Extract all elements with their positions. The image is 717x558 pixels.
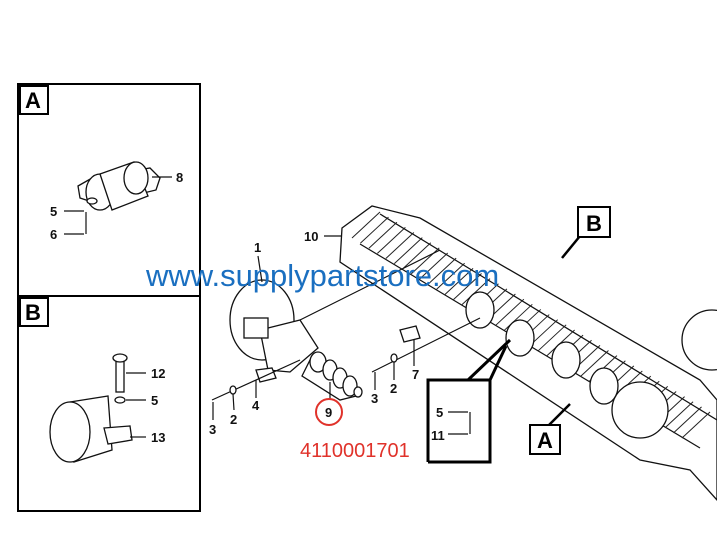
track-shoe xyxy=(537,324,567,352)
track-shoe xyxy=(385,232,415,259)
track-shoe xyxy=(368,221,398,249)
track-shoe xyxy=(453,273,482,300)
callout-2: 2 xyxy=(230,412,237,427)
rollers xyxy=(465,291,619,405)
track-shoe xyxy=(351,211,381,239)
track-shoe xyxy=(402,242,432,270)
track-shoe xyxy=(419,252,449,280)
callout-3: 3 xyxy=(209,422,216,437)
track-shoe xyxy=(580,350,609,377)
recoil-spring-illustration xyxy=(301,351,363,401)
callout-4: 4 xyxy=(252,398,260,413)
callout-8: 8 xyxy=(176,170,183,185)
pointer-b: B xyxy=(561,206,611,259)
detail-b-panel: B 12 5 13 xyxy=(17,295,201,512)
watermark: www.supplypartstore.com xyxy=(145,258,499,293)
carrier-roller-illustration xyxy=(49,353,133,463)
track-shoe xyxy=(673,406,702,434)
callout-12: 12 xyxy=(151,366,165,381)
track-shoe xyxy=(681,411,711,439)
callout-9: 9 xyxy=(325,405,332,420)
detail-b-label: B xyxy=(25,300,41,325)
track-shoe xyxy=(393,237,423,265)
track-shoe xyxy=(436,262,465,290)
detail-a-label: A xyxy=(25,88,41,113)
pointer-a: A xyxy=(529,403,571,455)
part-number: 4110001701 xyxy=(300,440,410,462)
callout-5: 5 xyxy=(50,204,57,219)
track-shoe xyxy=(664,401,694,429)
callout-5: 5 xyxy=(436,405,443,420)
track-shoe xyxy=(495,298,525,326)
track-shoe xyxy=(377,227,406,254)
callout-1: 1 xyxy=(254,240,261,255)
track-shoe xyxy=(427,257,457,285)
svg-text:A: A xyxy=(537,428,553,453)
detail-a-panel: A 8 5 6 xyxy=(17,83,201,297)
callout-7: 7 xyxy=(412,367,419,382)
callout-2: 2 xyxy=(390,381,397,396)
track-shoe xyxy=(360,216,389,244)
highlight-circle xyxy=(315,398,343,426)
track-roller-illustration xyxy=(77,161,161,211)
callout-6: 6 xyxy=(50,227,57,242)
track-chain-illustration xyxy=(339,205,717,501)
callout-11: 11 xyxy=(431,428,445,443)
fastener-inset: 5 11 xyxy=(426,338,512,464)
idler-illustration xyxy=(229,279,319,373)
svg-text:B: B xyxy=(586,211,602,236)
callout-3: 3 xyxy=(371,391,378,406)
callout-13: 13 xyxy=(151,430,165,445)
callout-5: 5 xyxy=(151,393,158,408)
track-shoe xyxy=(461,278,491,306)
callout-10: 10 xyxy=(304,229,318,244)
track-shoe xyxy=(444,268,474,295)
